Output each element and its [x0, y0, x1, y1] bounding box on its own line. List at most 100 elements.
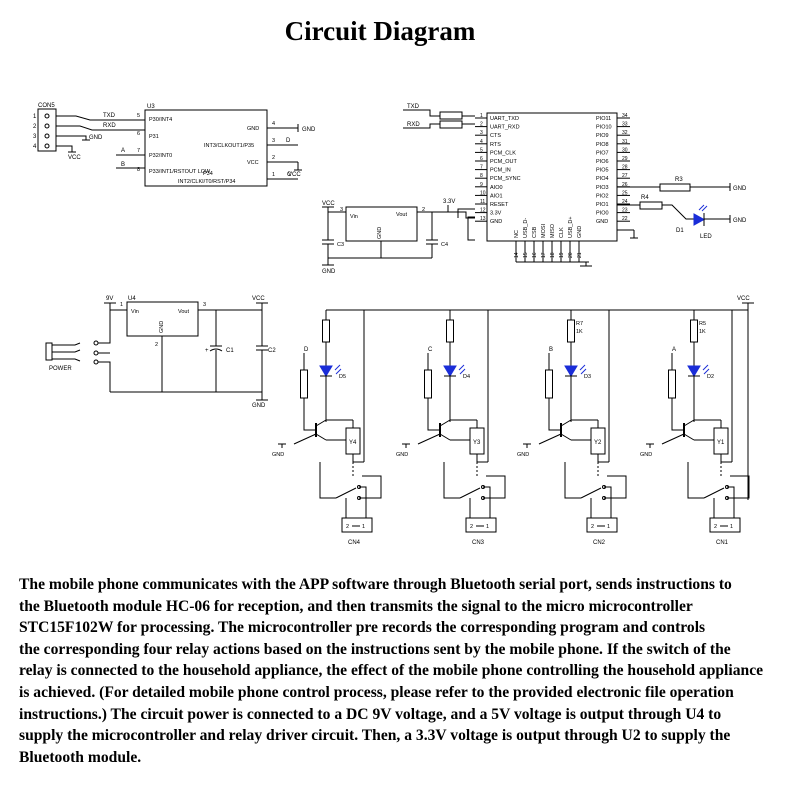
u3-net-vcc: VCC: [288, 172, 301, 178]
hc06-pin-6: 6: [480, 156, 483, 162]
relay-conn-pin-2: 2: [591, 524, 594, 530]
relay-input-label: D: [304, 347, 309, 353]
relay-input-label: B: [549, 347, 553, 353]
hc06-pin-11: 11: [480, 199, 485, 205]
hc06-pin-pio1: PIO1: [596, 202, 609, 208]
relay-connector-label: CN2: [593, 540, 606, 546]
hc06-net-txd: TXD: [407, 104, 420, 110]
con5-ref: CON5: [38, 103, 55, 109]
description-line: The mobile phone communicates with the A…: [19, 576, 732, 593]
relay-conn-pin-1: 1: [607, 524, 610, 530]
u3-pin-p33: P33/INT1/RSTOUT LOW: [149, 169, 211, 175]
u3-pin-2: 2: [272, 155, 275, 161]
net-rxd-label: RXD: [103, 123, 116, 129]
hc06-pin-2: 2: [480, 122, 483, 128]
net-txd-label: TXD: [103, 113, 116, 119]
u3-pin-gnd: GND: [247, 126, 259, 132]
u2-vcc-label: VCC: [322, 201, 335, 207]
u3-pin-p34: P34: [203, 171, 213, 177]
hc06-pin-clk: CLK: [559, 227, 565, 238]
c1-plus-icon: +: [205, 348, 209, 354]
hc06-pin-15: 15: [523, 252, 529, 258]
relay-connector-icon: [586, 517, 618, 533]
hc06-pin-28: 28: [622, 165, 628, 171]
hc06-pin-16: 16: [532, 252, 538, 258]
c1-label: C1: [226, 348, 234, 354]
con5-connector: CON5 1 2 3 4 TXD RXD GND VCC: [33, 103, 130, 161]
hc06-pin-pio11: PIO11: [596, 116, 611, 122]
hc06-pin-22: 22: [622, 216, 628, 222]
power-label: POWER: [49, 366, 72, 372]
u2-gnd-label: GND: [322, 269, 336, 275]
hc06-pin-20: 20: [568, 252, 574, 258]
relay-input-label: C: [428, 347, 433, 353]
u4-pin-1: 1: [120, 302, 123, 308]
hc06-pin-aio0: AIO0: [490, 185, 503, 191]
hc06-pin-8: 8: [480, 173, 483, 179]
u3-net-gnd: GND: [302, 127, 316, 133]
relay-connector-icon: [465, 517, 497, 533]
c3-label: C3: [337, 242, 344, 248]
relay-gnd-label: GND: [517, 452, 529, 458]
relay-resistor-value: 1K: [699, 329, 706, 335]
con5-pin-2: 2: [33, 124, 37, 130]
u3-pin-p30: P30/INT4: [149, 117, 172, 123]
u2-v33-label: 3.3V: [443, 199, 455, 205]
hc06-pin-3.3v: 3.3V: [490, 211, 502, 217]
hc06-pin-4: 4: [480, 139, 483, 145]
relay-resistor-value: 1K: [576, 329, 583, 335]
power-jack-icon: [45, 342, 53, 361]
hc06-pin-mosi: MOSI: [541, 223, 547, 238]
description-line: the Bluetooth module HC-06 for reception…: [19, 597, 693, 615]
u3-ref: U3: [147, 104, 155, 110]
hc06-pin-pio3: PIO3: [596, 185, 609, 191]
hc06-pin-3: 3: [480, 130, 483, 136]
description-line: Bluetooth module.: [19, 748, 142, 766]
relay-led-icon: [687, 365, 701, 377]
u3-pin-8: 8: [137, 167, 140, 173]
u3-net-c: C: [287, 172, 292, 178]
relay-connector-label: CN1: [716, 540, 729, 546]
u4-9v-label: 9V: [106, 296, 113, 302]
u3-net-d: D: [286, 138, 291, 144]
hc06-pin-pcm_out: PCM_OUT: [490, 159, 518, 165]
hc06-pin-pcm_clk: PCM_CLK: [490, 150, 516, 156]
hc06-pin-10: 10: [480, 190, 486, 196]
relay-conn-pin-1: 1: [730, 524, 733, 530]
led-gnd-label: GND: [733, 218, 747, 224]
r3-gnd-label: GND: [733, 186, 747, 192]
u2-gnd: GND: [377, 227, 383, 239]
u4-ref: U4: [128, 296, 136, 302]
hc06-pin-24: 24: [622, 199, 628, 205]
con5-pin-4: 4: [33, 144, 37, 150]
hc06-pin-uart_rxd: UART_RXD: [490, 125, 520, 131]
hc06-bottom-pins: 14NC15USB_D-16CSB17MOSI18MISO19CLK20USB_…: [514, 216, 589, 263]
hc06-pin-pio7: PIO7: [596, 150, 609, 156]
hc06-pin-26: 26: [622, 182, 628, 188]
hc06-pin-pio4: PIO4: [596, 176, 609, 182]
u4-vcc-label: VCC: [252, 296, 265, 302]
relay-connector-label: CN3: [472, 540, 485, 546]
circuit-schematic: CON5 1 2 3 4 TXD RXD GND VCC U3 5 6 7 8 …: [33, 103, 754, 546]
relay-conn-pin-1: 1: [486, 524, 489, 530]
hc06-pin-30: 30: [622, 147, 628, 153]
hc06-pin-pio0: PIO0: [596, 211, 609, 217]
page-title: Circuit Diagram: [284, 16, 476, 46]
hc06-pin-18: 18: [550, 252, 556, 258]
relay-conn-pin-2: 2: [714, 524, 717, 530]
u3-pin-3: 3: [272, 138, 275, 144]
hc06-pin-19: 19: [559, 252, 565, 258]
u3-pin-6: 6: [137, 131, 140, 137]
relay-gnd-label: GND: [640, 452, 652, 458]
relay-diode-label: D3: [584, 374, 591, 380]
description-line: instructions.) The circuit power is conn…: [19, 705, 722, 723]
c2-label: C2: [268, 348, 276, 354]
hc06-pin-pio2: PIO2: [596, 193, 609, 199]
relay-connector-icon: [709, 517, 741, 533]
hc06-pin-pio10: PIO10: [596, 125, 612, 131]
relay-input-label: A: [672, 347, 676, 353]
u3-net-b: B: [121, 162, 125, 168]
relay-conn-pin-2: 2: [346, 524, 349, 530]
hc06-pin-gnd: GND: [490, 219, 502, 225]
